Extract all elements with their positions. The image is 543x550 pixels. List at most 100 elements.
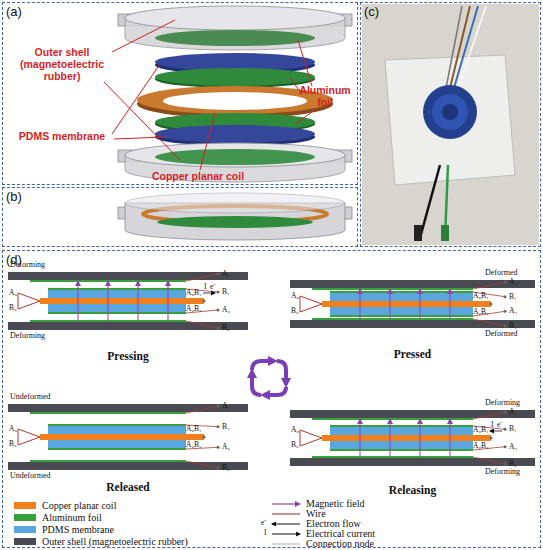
legend-text: Outer shell (magnetoelectric rubber)	[42, 537, 188, 547]
outer-shell	[290, 410, 535, 418]
pin-label: A₀	[291, 426, 299, 434]
pin-label: A₀B₁	[473, 292, 489, 300]
connection-node	[217, 446, 220, 449]
state-title: Released	[106, 481, 149, 493]
wire	[473, 412, 505, 419]
part-label: Copper planar coil	[138, 170, 258, 182]
connection-node	[203, 436, 206, 439]
legend-sample-label: I	[264, 529, 267, 537]
pin-label: A₂B₂	[473, 442, 489, 450]
state-label: Deformed	[485, 330, 517, 338]
pin-label: B₁	[509, 293, 517, 301]
magnetic-field	[168, 281, 169, 321]
pdms-membrane	[48, 440, 186, 448]
aluminum-foil	[312, 418, 473, 420]
flow-label: I	[491, 421, 494, 429]
connection-node	[217, 291, 220, 294]
legend-swatch	[14, 514, 36, 521]
panel-label: (b)	[6, 189, 22, 204]
magnetic-field	[390, 289, 391, 319]
connection-node	[217, 273, 220, 276]
current-arrow	[203, 293, 215, 294]
state-title: Pressing	[107, 350, 148, 362]
pin-label: A₀B₁	[186, 289, 202, 297]
wire	[473, 319, 505, 326]
aluminum-foil	[48, 424, 186, 426]
connection-node	[504, 445, 507, 448]
wire	[186, 406, 218, 413]
current-arrow	[490, 431, 502, 432]
flow-label: e⁻	[210, 283, 216, 291]
assembled-view	[118, 193, 352, 240]
device-photo	[362, 4, 539, 245]
legend-swatch	[14, 538, 36, 545]
state-label: Undeformed	[10, 393, 50, 401]
pin-label: A₀B₁	[186, 425, 202, 433]
magnetic-field	[360, 419, 361, 457]
pin-label: A₂B₂	[186, 441, 202, 449]
pdms-membrane	[48, 426, 186, 434]
connection-node	[217, 327, 220, 330]
magnetic-field	[450, 289, 451, 319]
legend-text: PDMS membrane	[42, 525, 114, 535]
aluminum-foil	[330, 291, 473, 293]
magnetic-field	[138, 281, 139, 321]
pin-label: B₀	[9, 304, 17, 312]
connection-node	[217, 425, 220, 428]
pdms-membrane	[48, 290, 186, 298]
flow-label: I	[204, 283, 207, 291]
outer-shell	[290, 320, 535, 328]
aluminum-foil	[30, 412, 186, 414]
pin-label: A₂B₂	[473, 308, 489, 316]
legend-text: Connection node	[306, 539, 374, 549]
pin-label: B₂	[509, 322, 517, 330]
connection-node	[504, 325, 507, 328]
panel-box: (c)	[360, 2, 541, 247]
pin-label: B₂	[222, 324, 230, 332]
panel-label: (a)	[6, 4, 22, 19]
connection-node	[490, 437, 493, 440]
state-drawings	[8, 272, 535, 470]
pin-label: A₁	[509, 278, 517, 286]
aluminum-foil	[312, 318, 473, 320]
legend-swatch	[14, 526, 36, 533]
connection-node	[217, 467, 220, 470]
legend-text: Electron flow	[306, 519, 361, 529]
state-label: Deforming	[10, 332, 45, 340]
connection-node	[504, 463, 507, 466]
pin-label: B₂	[222, 464, 230, 472]
wire	[473, 457, 505, 464]
pin-label: B₀	[291, 441, 299, 449]
pdms-membrane	[330, 307, 473, 315]
aluminum-foil	[312, 288, 473, 290]
magnetic-field	[390, 419, 391, 457]
magnetic-field	[108, 281, 109, 321]
pdms-membrane	[330, 293, 473, 301]
pin-label: B₁	[222, 288, 230, 296]
connection-node	[490, 303, 493, 306]
outer-shell	[290, 280, 535, 288]
aluminum-foil	[330, 425, 473, 427]
legend-samples	[272, 504, 300, 544]
wire	[186, 461, 218, 468]
state-title: Pressed	[394, 348, 431, 360]
legend-swatch	[14, 502, 36, 509]
legend-text: Aluminum foil	[42, 513, 102, 523]
connection-node	[504, 281, 507, 284]
aluminum-foil	[330, 449, 473, 451]
pdms-membrane	[48, 304, 186, 312]
wire	[18, 429, 40, 445]
panel-label: (c)	[364, 4, 379, 19]
connection-node	[504, 411, 507, 414]
copper-coil	[322, 435, 491, 441]
legend-sample-label: e⁻	[261, 519, 267, 527]
connection-node	[504, 295, 507, 298]
connection-node	[217, 405, 220, 408]
magnetic-field	[360, 289, 361, 319]
state-box: Pressed	[290, 267, 535, 362]
state-box: Pressing	[8, 259, 248, 364]
legend-text: Copper planar coil	[42, 501, 116, 511]
connection-node	[203, 300, 206, 303]
pin-label: B₀	[291, 307, 299, 315]
pin-label: B₂	[509, 460, 517, 468]
